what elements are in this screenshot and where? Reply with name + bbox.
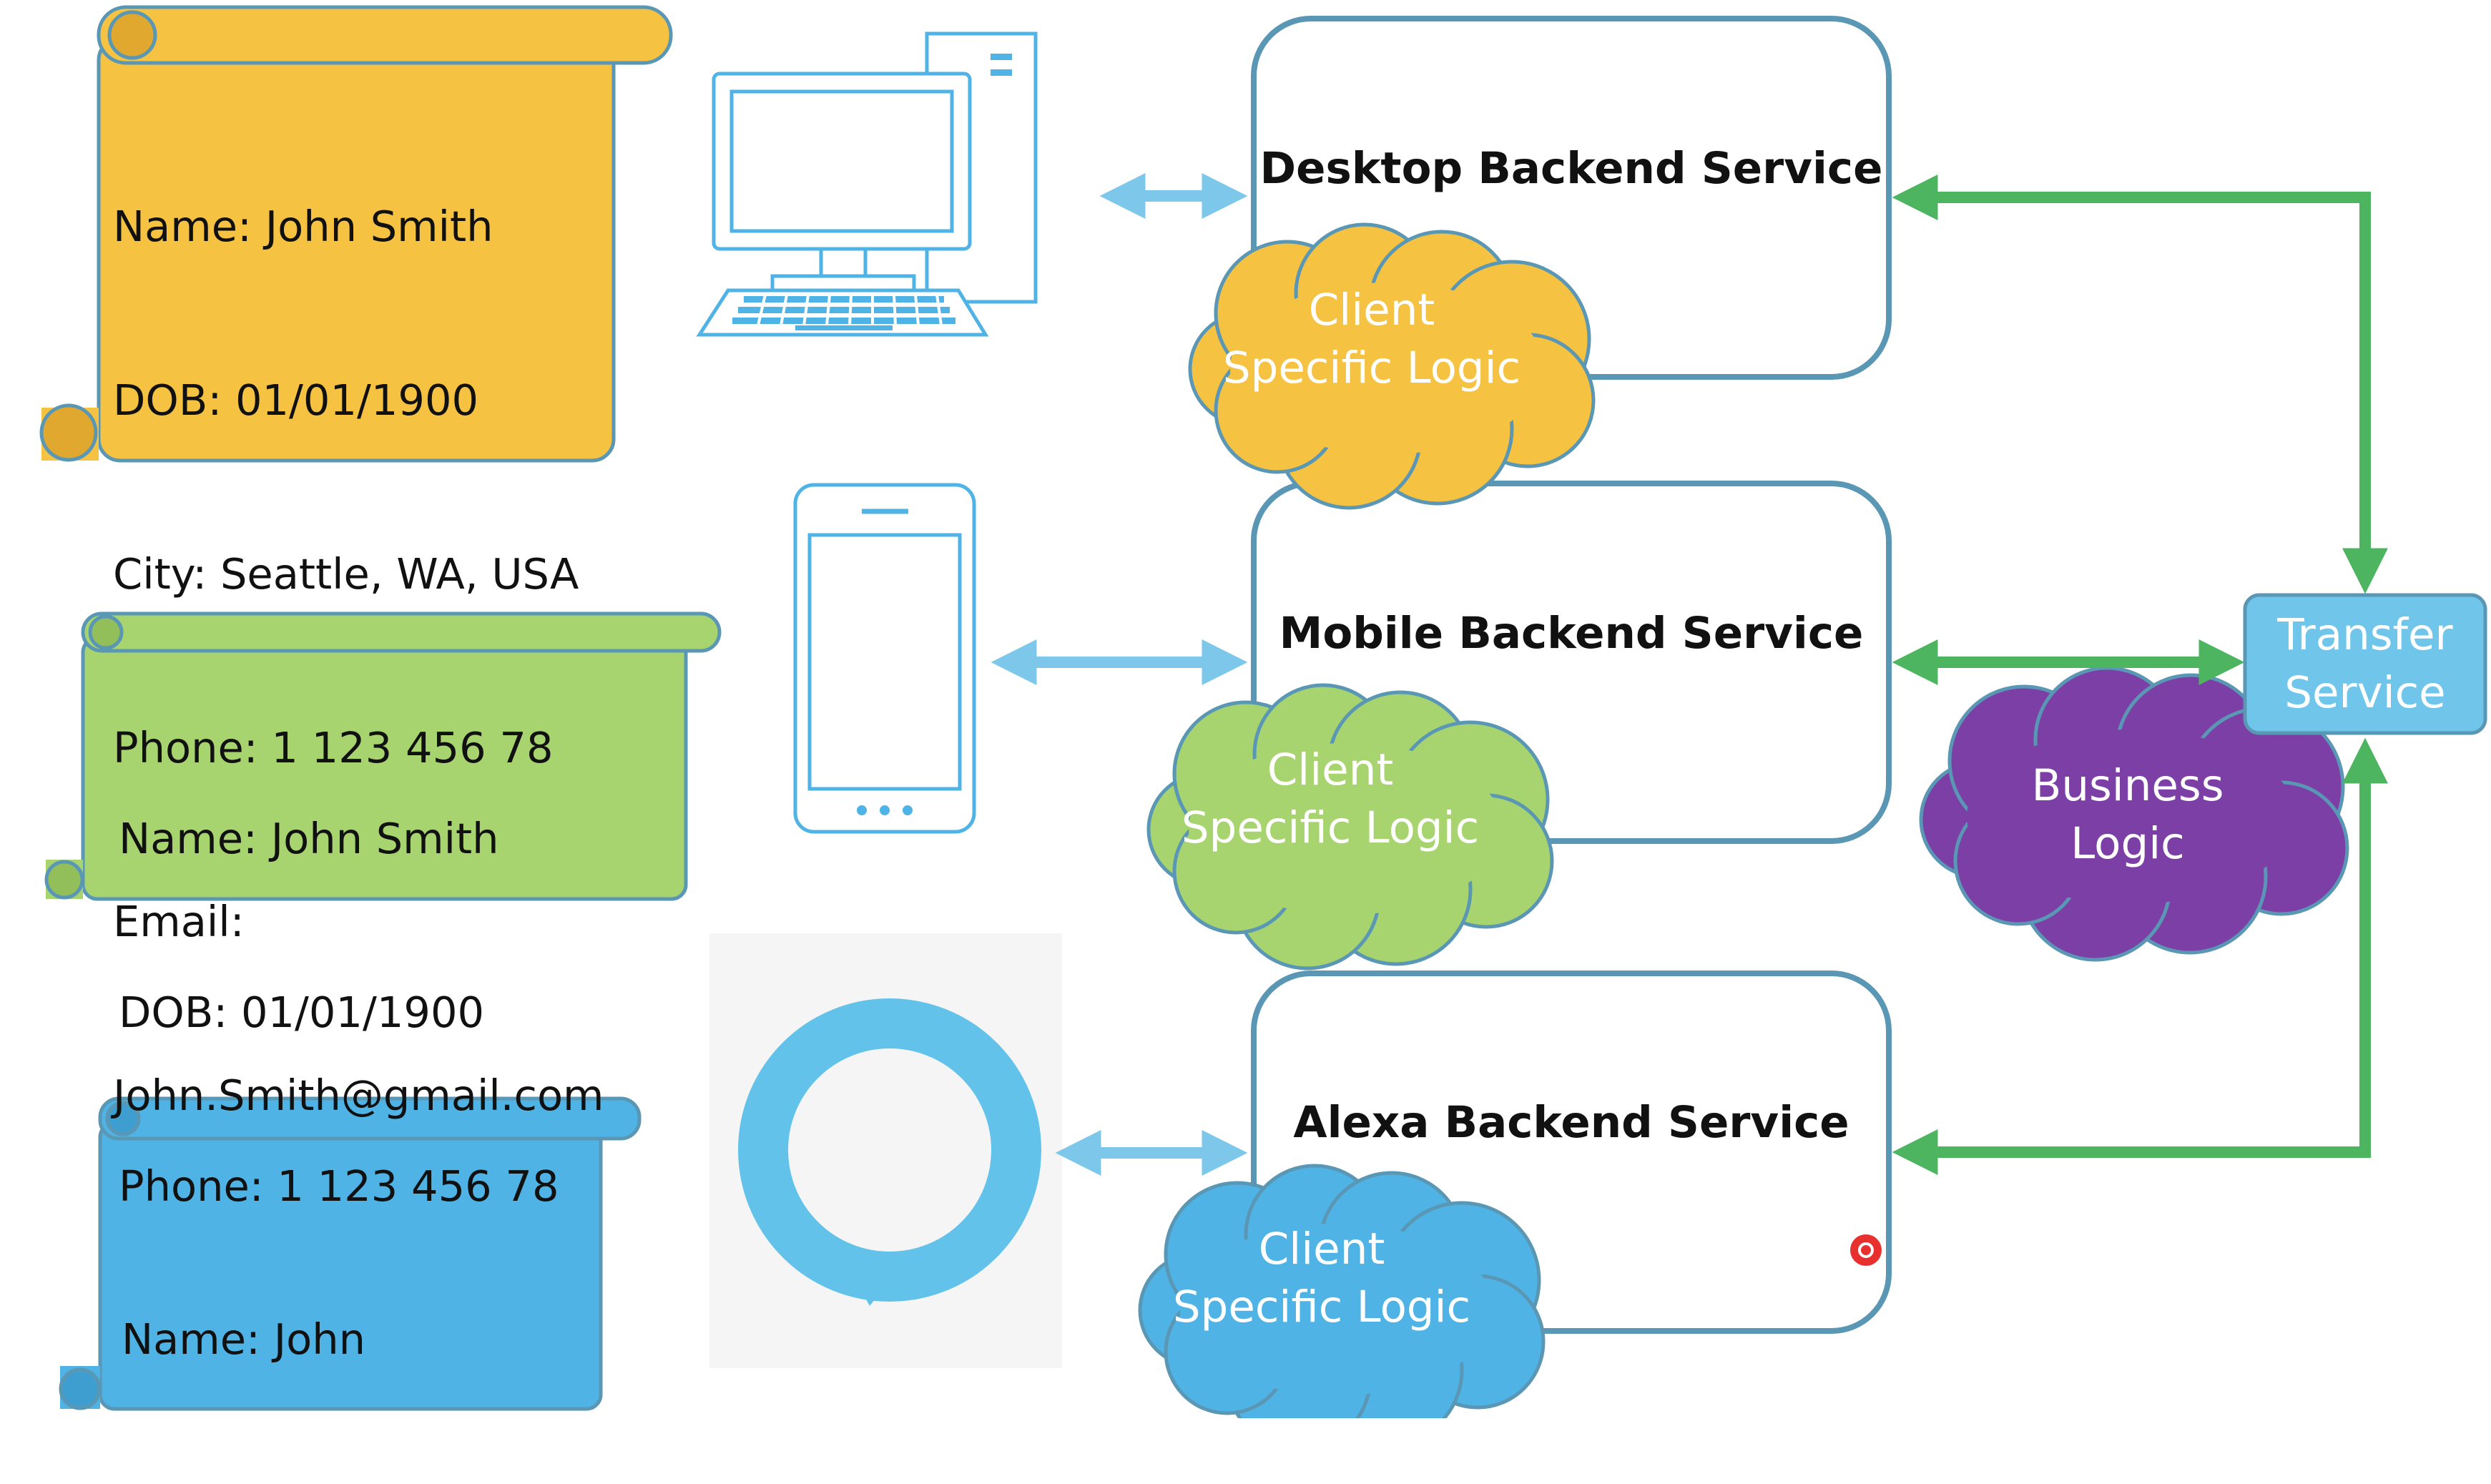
card-line: Phone: 1 123 456 78 [119,1161,559,1211]
mobile-backend-title: Mobile Backend Service [1279,608,1864,659]
mobile-user-details: Name: John Smith DOB: 01/01/1900 Phone: … [119,694,559,1331]
alexa-ring-icon [709,933,1062,1368]
alexa-user-details: Name: John [122,1194,365,1484]
card-line: Name: John Smith [113,202,493,251]
card-line: Email: [113,897,245,946]
desktop-transfer-arrow [1892,175,2388,594]
alexa-backend-title: Alexa Backend Service [1293,1097,1849,1148]
desktop-user-details: Name: John Smith DOB: 01/01/1900 City: S… [113,82,604,1240]
user-card-desktop [39,5,673,463]
card-line: DOB: 01/01/1900 [113,375,479,425]
client-logic-cloud-alexa [1138,1164,1546,1451]
card-line: Name: John Smith [119,814,499,863]
client-logic-cloud-desktop [1188,222,1596,510]
alexa-cloud-label: Client Specific Logic [1172,1224,1471,1332]
card-line: John.Smith@gmail.com [113,1071,604,1120]
transfer-service-label: Transfer Service [2277,609,2453,718]
transfer-service-box [2243,593,2487,735]
card-line: Name: John [122,1315,365,1364]
mobile-phone-icon [793,483,976,834]
user-card-mobile [44,611,722,901]
desktop-backend-title: Desktop Backend Service [1259,143,1883,194]
user-card-alexa [59,1096,642,1411]
card-line: Phone: 1 123 456 78 [113,723,554,772]
business-logic-label: Business Logic [2031,760,2224,869]
pointer-indicator [1850,1234,1882,1266]
client-arrows [991,173,1248,1176]
diagram-canvas [39,5,2487,1451]
card-line: DOB: 01/01/1900 [119,988,485,1037]
architecture-diagram: Name: John Smith DOB: 01/01/1900 City: S… [39,5,2487,1451]
card-line: City: Seattle, WA, USA [113,549,579,599]
service-arrows [1892,175,2388,1175]
desktop-cloud-label: Client Specific Logic [1222,285,1521,393]
mobile-cloud-label: Client Specific Logic [1181,745,1480,853]
alexa-transfer-arrow [1892,737,2388,1175]
desktop-computer-icon [696,31,1038,337]
client-logic-cloud-mobile [1146,683,1554,971]
